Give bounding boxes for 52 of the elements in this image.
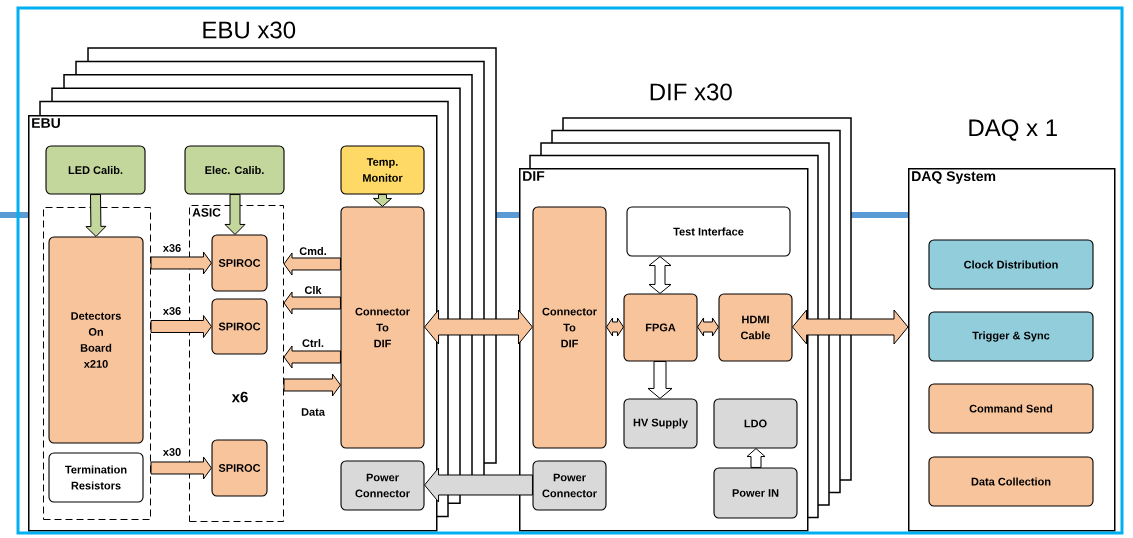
component-box: Termination Resistors bbox=[48, 452, 144, 503]
block-arrow bbox=[283, 291, 341, 315]
double-block-arrow bbox=[424, 309, 533, 345]
component-box: Power Connector bbox=[532, 460, 607, 511]
dashed-group-box bbox=[43, 207, 151, 520]
component-box: LDO bbox=[713, 398, 798, 449]
block-arrow bbox=[373, 194, 392, 207]
component-box: Detectors On Board x210 bbox=[48, 236, 144, 444]
component-box: HDMI Cable bbox=[718, 293, 793, 362]
edge-label: x30 bbox=[162, 448, 181, 456]
component-box: Power Connector bbox=[340, 460, 425, 511]
block-arrow bbox=[424, 467, 533, 503]
edge-label: x36 bbox=[162, 244, 181, 252]
component-box: Elec. Calib. bbox=[184, 145, 285, 195]
component-box: Data Collection bbox=[928, 456, 1094, 507]
block-arrow bbox=[224, 194, 246, 235]
double-block-arrow bbox=[606, 317, 624, 337]
block-arrow bbox=[85, 194, 107, 237]
block-arrow bbox=[150, 456, 212, 480]
component-box: LED Calib. bbox=[45, 145, 146, 195]
component-box: SPIROC bbox=[211, 234, 268, 292]
component-box: HV Supply bbox=[623, 398, 698, 449]
node-label: EBU x30 bbox=[203, 21, 296, 39]
edge-label: Clk bbox=[304, 285, 322, 295]
component-box: Trigger & Sync bbox=[928, 311, 1094, 362]
component-box: Clock Distribution bbox=[928, 239, 1094, 290]
component-box: Test Interface bbox=[626, 206, 791, 257]
block-arrow bbox=[746, 448, 766, 468]
component-box: SPIROC bbox=[211, 298, 268, 355]
component-box: SPIROC bbox=[211, 439, 268, 497]
double-block-arrow bbox=[697, 317, 719, 337]
node-label: DAQ x 1 bbox=[969, 119, 1057, 141]
edge-label: Cmd. bbox=[299, 246, 326, 256]
block-arrow bbox=[150, 315, 212, 338]
double-block-arrow bbox=[792, 309, 909, 345]
block-arrow bbox=[150, 251, 212, 275]
block-arrow bbox=[283, 373, 341, 397]
block-arrow bbox=[647, 361, 673, 399]
edge-label: Ctrl. bbox=[302, 338, 324, 348]
component-box: FPGA bbox=[623, 293, 698, 362]
component-box: Command Send bbox=[928, 383, 1094, 434]
edge-label: x36 bbox=[162, 307, 181, 315]
component-box: Temp. Monitor bbox=[340, 145, 425, 195]
block-arrow bbox=[283, 252, 341, 276]
component-box: Power IN bbox=[713, 467, 798, 519]
node-label: DIF x30 bbox=[650, 83, 732, 101]
component-box: Connector To DIF bbox=[532, 206, 607, 449]
multiplier-label: x6 bbox=[231, 391, 248, 403]
double-block-arrow bbox=[648, 256, 672, 294]
component-box: Connector To DIF bbox=[340, 206, 425, 449]
block-arrow bbox=[283, 345, 341, 369]
edge-label: Data bbox=[301, 408, 325, 416]
